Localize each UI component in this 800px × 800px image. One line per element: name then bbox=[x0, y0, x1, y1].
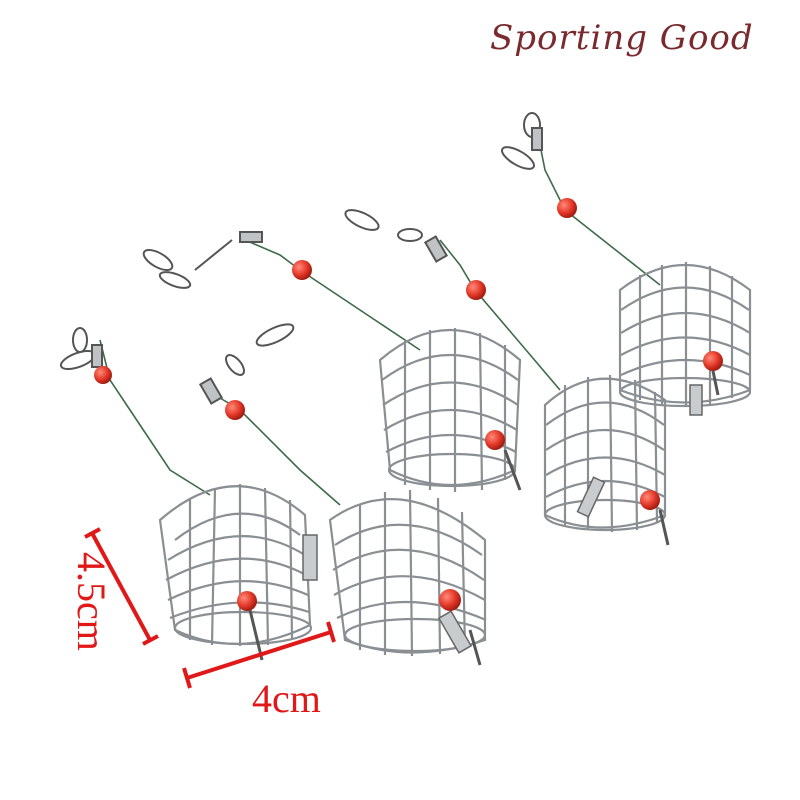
fishing-line-5 bbox=[539, 144, 661, 286]
wire-basket-5 bbox=[618, 262, 752, 408]
swivel-clip-1 bbox=[59, 327, 103, 371]
red-bead-3b bbox=[485, 430, 505, 450]
red-bead-5 bbox=[557, 198, 577, 218]
red-bead-1 bbox=[94, 366, 112, 384]
red-bead-2 bbox=[225, 400, 245, 420]
wire-basket-4 bbox=[543, 374, 667, 533]
spring-2 bbox=[437, 610, 473, 654]
swivel-clip-2 bbox=[198, 323, 295, 405]
swivel-clip-4 bbox=[344, 209, 449, 263]
fishing-line-4 bbox=[439, 239, 561, 391]
red-bead-5b bbox=[703, 351, 723, 371]
feeder-cage-4 bbox=[344, 209, 670, 546]
width-dimension-label: 4cm bbox=[252, 676, 321, 721]
red-bead-3 bbox=[292, 260, 312, 280]
spring-1 bbox=[302, 534, 318, 581]
feeder-cage-3 bbox=[142, 231, 522, 492]
swivel-clip-3 bbox=[142, 231, 263, 289]
height-dimension-label: 4.5cm bbox=[69, 552, 114, 651]
feeder-cage-1 bbox=[59, 327, 318, 661]
red-bead-4b bbox=[640, 490, 660, 510]
swivel-clip-5 bbox=[501, 112, 543, 170]
red-bead-2b bbox=[439, 589, 461, 611]
spring-4 bbox=[576, 476, 606, 518]
height-dimension-marker bbox=[84, 527, 159, 646]
wire-basket-1 bbox=[158, 484, 313, 646]
fishing-line-3 bbox=[244, 239, 421, 351]
brand-watermark: Sporting Good bbox=[490, 18, 754, 58]
feeder-cage-5 bbox=[501, 112, 752, 416]
wire-basket-3 bbox=[378, 328, 522, 492]
red-bead-1b bbox=[237, 591, 257, 611]
width-dimension-marker bbox=[182, 621, 336, 689]
wire-basket-2 bbox=[328, 489, 487, 657]
spring-5 bbox=[689, 384, 703, 416]
fishing-line-2 bbox=[214, 394, 341, 506]
red-bead-4 bbox=[466, 280, 486, 300]
feeder-cage-2 bbox=[198, 323, 487, 666]
fishing-line-1 bbox=[99, 339, 211, 496]
